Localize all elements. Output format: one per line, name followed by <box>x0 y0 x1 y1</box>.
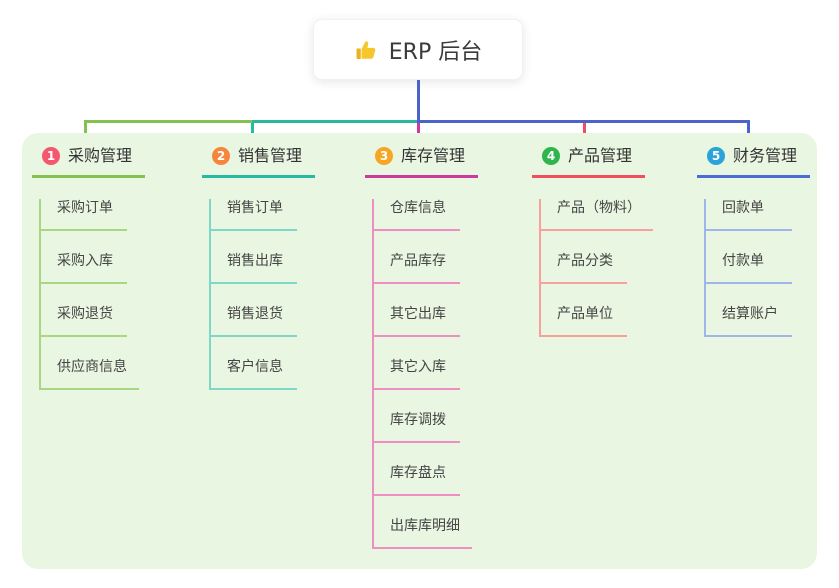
branch-label: 销售管理 <box>238 146 303 165</box>
child-node[interactable]: 其它入库 <box>374 358 460 390</box>
child-node[interactable]: 采购退货 <box>41 305 127 337</box>
branch-number-badge: 2 <box>212 147 230 165</box>
branch-label: 产品管理 <box>568 146 633 165</box>
connector-bus-left <box>84 120 253 123</box>
connector-bus-mid <box>252 120 418 123</box>
branch-header[interactable]: 5 财务管理 <box>697 145 811 178</box>
child-node[interactable]: 其它出库 <box>374 305 460 337</box>
child-node[interactable]: 仓库信息 <box>374 199 460 231</box>
branch-5: 5 财务管理 回款单付款单结算账户 <box>697 145 811 337</box>
root-node[interactable]: ERP 后台 <box>313 19 523 80</box>
child-node[interactable]: 采购入库 <box>41 252 127 284</box>
branch-header[interactable]: 3 库存管理 <box>365 145 479 178</box>
child-node[interactable]: 销售退货 <box>211 305 297 337</box>
child-node[interactable]: 产品单位 <box>541 305 627 337</box>
child-node[interactable]: 结算账户 <box>706 305 792 337</box>
branch-2: 2 销售管理 销售订单销售出库销售退货客户信息 <box>202 145 316 390</box>
branch-number-badge: 3 <box>375 147 393 165</box>
child-node[interactable]: 库存盘点 <box>374 464 460 496</box>
child-node[interactable]: 产品（物料） <box>541 199 653 231</box>
branch-number-badge: 1 <box>42 147 60 165</box>
branches-panel: 1 采购管理 采购订单采购入库采购退货供应商信息 2 销售管理 销售订单销售出库… <box>22 133 817 569</box>
child-node[interactable]: 出库库明细 <box>374 517 472 549</box>
child-node[interactable]: 供应商信息 <box>41 358 139 390</box>
branch-header[interactable]: 4 产品管理 <box>532 145 646 178</box>
root-label: ERP 后台 <box>388 39 483 65</box>
branch-children: 回款单付款单结算账户 <box>704 199 792 337</box>
child-node[interactable]: 采购订单 <box>41 199 127 231</box>
branch-3: 3 库存管理 仓库信息产品库存其它出库其它入库库存调拨库存盘点出库库明细 <box>365 145 479 549</box>
branch-label: 库存管理 <box>401 146 466 165</box>
connector-bus-right <box>418 120 750 123</box>
child-node[interactable]: 销售订单 <box>211 199 297 231</box>
branch-1: 1 采购管理 采购订单采购入库采购退货供应商信息 <box>32 145 146 390</box>
branch-children: 采购订单采购入库采购退货供应商信息 <box>39 199 139 390</box>
branch-children: 销售订单销售出库销售退货客户信息 <box>209 199 297 390</box>
child-node[interactable]: 库存调拨 <box>374 411 460 443</box>
child-node[interactable]: 付款单 <box>706 252 792 284</box>
child-node[interactable]: 回款单 <box>706 199 792 231</box>
child-node[interactable]: 客户信息 <box>211 358 297 390</box>
connector-root-stem <box>417 80 420 123</box>
branch-4: 4 产品管理 产品（物料） 产品分类产品单位 <box>532 145 653 337</box>
child-node[interactable]: 产品库存 <box>374 252 460 284</box>
branch-number-badge: 4 <box>542 147 560 165</box>
branch-label: 财务管理 <box>733 146 798 165</box>
branch-header[interactable]: 2 销售管理 <box>202 145 316 178</box>
branch-number-badge: 5 <box>707 147 725 165</box>
branch-children: 产品（物料） 产品分类产品单位 <box>539 199 653 337</box>
thumbs-up-icon <box>354 38 378 62</box>
branch-children: 仓库信息产品库存其它出库其它入库库存调拨库存盘点出库库明细 <box>372 199 472 549</box>
child-node[interactable]: 销售出库 <box>211 252 297 284</box>
branch-label: 采购管理 <box>68 146 133 165</box>
branch-header[interactable]: 1 采购管理 <box>32 145 146 178</box>
child-node[interactable]: 产品分类 <box>541 252 627 284</box>
